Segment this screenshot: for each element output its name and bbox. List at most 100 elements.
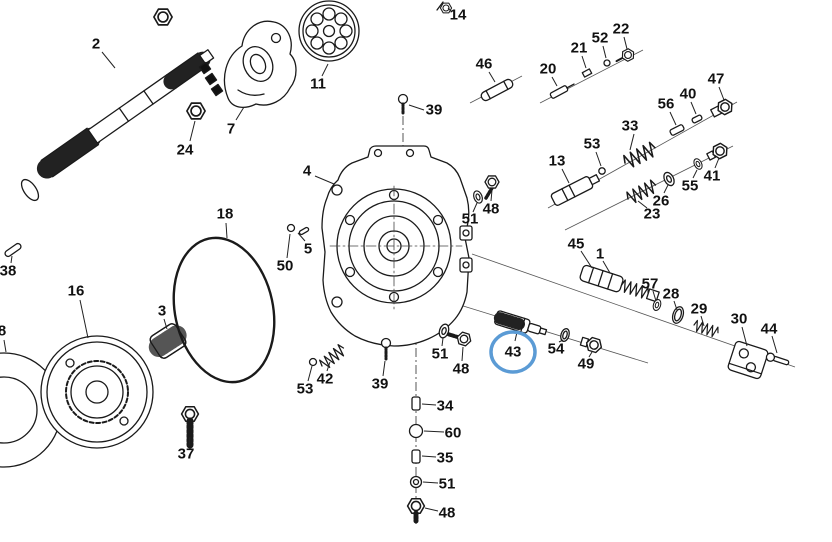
sleeve-56: [669, 124, 685, 136]
leader-line-51: [441, 337, 444, 347]
valve-cartridge-43: [493, 310, 548, 336]
leader-line-14: [447, 7, 453, 13]
leader-line-34: [421, 403, 437, 406]
leader-line-49: [588, 351, 593, 358]
leader-line-48: [490, 189, 493, 202]
drain-chain: [406, 396, 426, 524]
o-ring-28: [671, 306, 685, 324]
swash-plate: [223, 20, 297, 109]
spring-29: [691, 319, 721, 339]
leader-line-26: [663, 184, 669, 194]
ball-53-right: [598, 167, 606, 175]
leader-line-45: [580, 250, 593, 269]
leader-line-41: [714, 157, 720, 169]
washer-51-bottom: [409, 475, 423, 489]
screw-39-top: [397, 93, 409, 116]
leader-line-44: [771, 335, 778, 354]
cylinder-block-plate: [298, 0, 360, 62]
leader-line-39: [382, 360, 386, 377]
plug-22: [615, 46, 637, 64]
leader-line-2: [101, 51, 116, 69]
leader-line-50: [286, 233, 291, 259]
leader-line-5: [297, 232, 306, 242]
washer-51-upper: [471, 189, 485, 205]
pin-46: [480, 78, 514, 102]
pin-5-50: [286, 223, 310, 236]
leader-line-56: [669, 111, 677, 126]
needle-bearing: [148, 323, 188, 359]
leader-line-28: [673, 300, 678, 311]
leader-line-13: [561, 168, 570, 184]
leader-line-57: [652, 290, 657, 302]
o-ring-large: [172, 236, 276, 384]
leader-line-29: [700, 315, 705, 327]
o-ring-54: [560, 328, 570, 342]
leader-line-8: [3, 339, 7, 353]
relief-valve-1: [579, 264, 660, 303]
leader-line-3: [163, 318, 168, 330]
leader-line-52: [602, 45, 607, 59]
washer-55: [691, 156, 705, 172]
orifice-21: [581, 68, 593, 78]
hex-nut-24: [186, 102, 206, 120]
leader-line-4: [314, 175, 335, 185]
drive-shaft: [20, 49, 224, 202]
plug-47: [710, 96, 736, 118]
leader-line-33: [629, 133, 635, 151]
leader-line-48: [424, 507, 439, 512]
pin-38: [4, 242, 22, 258]
leader-line-21: [581, 55, 587, 69]
seat-40: [691, 114, 703, 124]
leader-line-38: [10, 255, 13, 264]
pump-housing: [321, 145, 473, 347]
bolt-48-upper: [484, 175, 500, 200]
pin-44: [765, 352, 790, 366]
screw-39-bottom: [380, 337, 392, 361]
leader-line-55: [692, 169, 698, 179]
leader-line-37: [188, 436, 191, 447]
highlight-circle-43: [489, 330, 537, 374]
leader-line-53: [595, 151, 602, 167]
leader-line-1: [602, 260, 611, 274]
leader-line-20: [551, 76, 558, 87]
ball-53-left: [308, 357, 318, 367]
hex-nut: [153, 8, 173, 26]
leader-line-23: [637, 200, 648, 209]
leader-line-39: [408, 104, 425, 111]
spring-33: [620, 140, 659, 171]
leader-line-11: [321, 63, 329, 77]
leader-line-18: [225, 222, 228, 239]
leader-lines: [3, 7, 778, 512]
fitting-20: [549, 83, 575, 99]
spring-42: [317, 342, 348, 372]
pin-34: [411, 396, 421, 411]
leader-line-7: [235, 106, 245, 121]
leader-line-53: [307, 365, 313, 382]
leader-line-48: [461, 346, 464, 362]
leader-line-47: [718, 86, 725, 101]
ball-52: [603, 59, 611, 67]
leader-line-46: [488, 71, 496, 83]
leader-line-40: [690, 101, 697, 115]
leader-line-60: [423, 430, 445, 433]
leader-line-24: [189, 120, 196, 142]
pin-35: [411, 449, 421, 464]
part-14-stub: [436, 1, 453, 14]
bolt-48-mid: [446, 330, 474, 348]
leader-line-54: [558, 339, 564, 343]
leader-line-16: [79, 299, 89, 339]
leader-line-30: [741, 326, 748, 347]
plug-49: [579, 335, 605, 355]
washer-26: [661, 170, 677, 188]
plug-41: [706, 140, 731, 162]
leader-line-51: [422, 481, 439, 484]
leader-line-51: [472, 202, 478, 213]
block-30: [727, 340, 769, 380]
flange-disc: [40, 335, 154, 449]
leader-line-22: [623, 36, 628, 50]
ball-60: [408, 423, 424, 439]
leader-line-42: [326, 361, 331, 372]
leader-line-35: [421, 455, 437, 458]
